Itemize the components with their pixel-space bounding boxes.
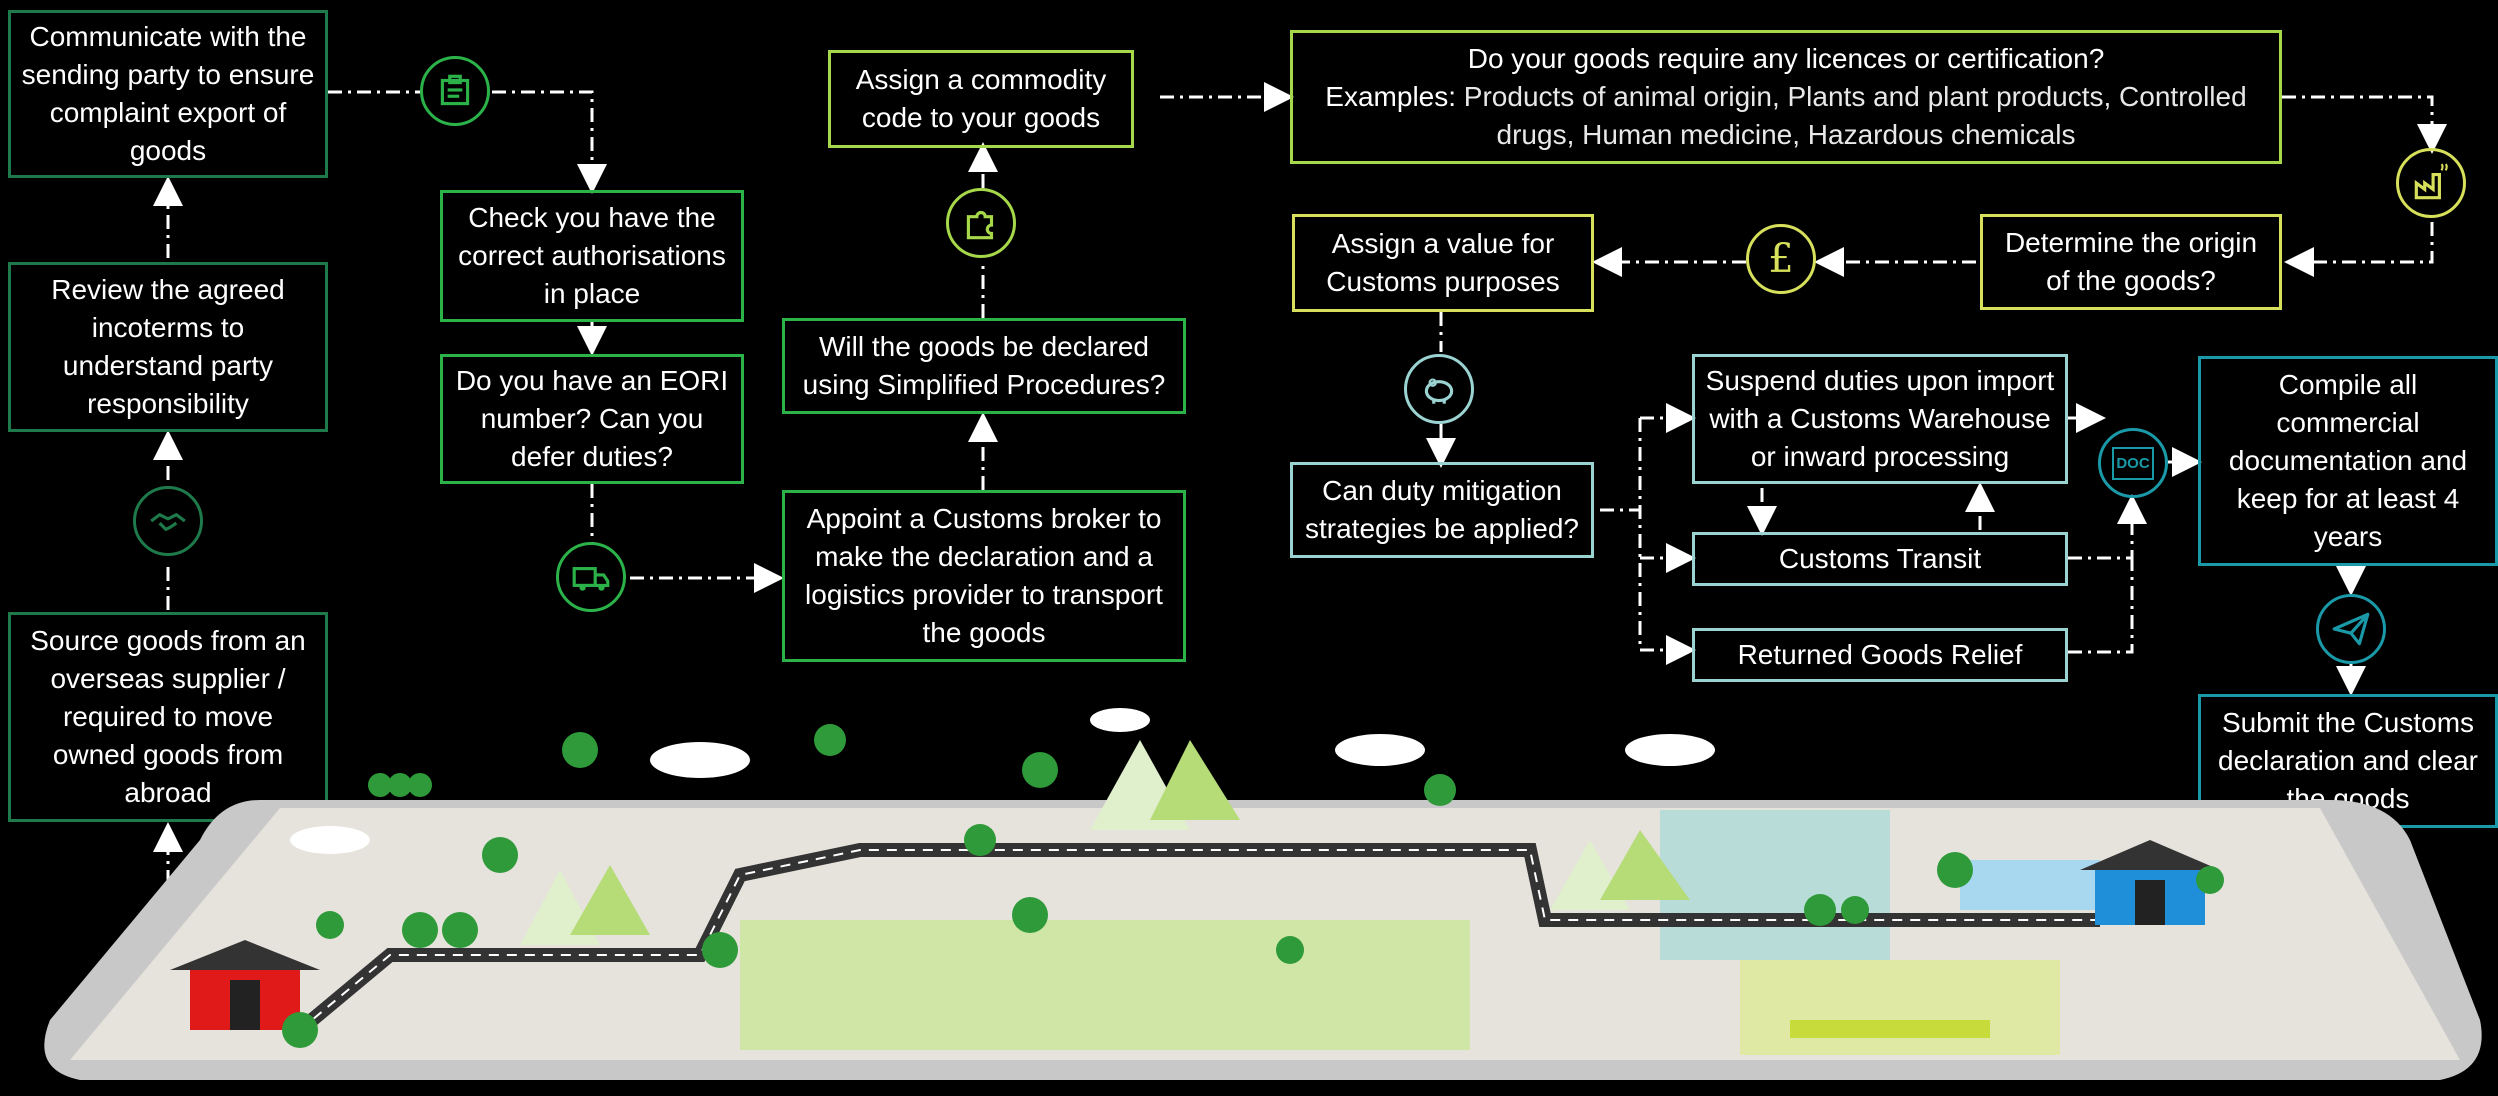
map-illustration [44, 708, 2482, 1080]
truck-icon [556, 542, 626, 612]
paper-plane-icon [2316, 594, 2386, 664]
option-customs-transit: Customs Transit [1692, 532, 2068, 586]
document-icon: DOC [2098, 428, 2168, 498]
step-duty-mitigation: Can duty mitigation strategies be applie… [1290, 462, 1594, 558]
step-source-goods: Source goods from an overseas supplier /… [8, 612, 328, 822]
step-assign-value: Assign a value for Customs purposes [1292, 214, 1594, 312]
examples-list: Products of animal origin, Plants and pl… [1463, 81, 2247, 150]
currency-symbol: £ [1768, 236, 1794, 282]
examples-label: Examples: [1325, 81, 1457, 112]
step-communicate: Communicate with the sending party to en… [8, 10, 328, 178]
step-licences: Do your goods require any licences or ce… [1290, 30, 2282, 164]
factory-icon [2396, 148, 2466, 218]
piggy-bank-icon [1404, 354, 1474, 424]
licences-examples: Examples: Products of animal origin, Pla… [1303, 78, 2269, 154]
clipboard-icon [420, 56, 490, 126]
option-returned-goods-relief: Returned Goods Relief [1692, 628, 2068, 682]
step-submit-declaration: Submit the Customs declaration and clear… [2198, 694, 2498, 828]
doc-label: DOC [2112, 446, 2154, 480]
option-suspend-duties: Suspend duties upon import with a Custom… [1692, 354, 2068, 484]
handshake-icon [133, 486, 203, 556]
licences-question: Do your goods require any licences or ce… [1467, 43, 2105, 74]
puzzle-icon [946, 188, 1016, 258]
step-simplified-procedures: Will the goods be declared using Simplif… [782, 318, 1186, 414]
step-review-incoterms: Review the agreed incoterms to understan… [8, 262, 328, 432]
step-check-authorisations: Check you have the correct authorisation… [440, 190, 744, 322]
step-appoint-broker: Appoint a Customs broker to make the dec… [782, 490, 1186, 662]
step-commodity-code: Assign a commodity code to your goods [828, 50, 1134, 148]
step-eori: Do you have an EORI number? Can you defe… [440, 354, 744, 484]
step-compile-documentation: Compile all commercial documentation and… [2198, 356, 2498, 566]
pound-currency-icon: £ [1746, 224, 1816, 294]
step-determine-origin: Determine the origin of the goods? [1980, 214, 2282, 310]
